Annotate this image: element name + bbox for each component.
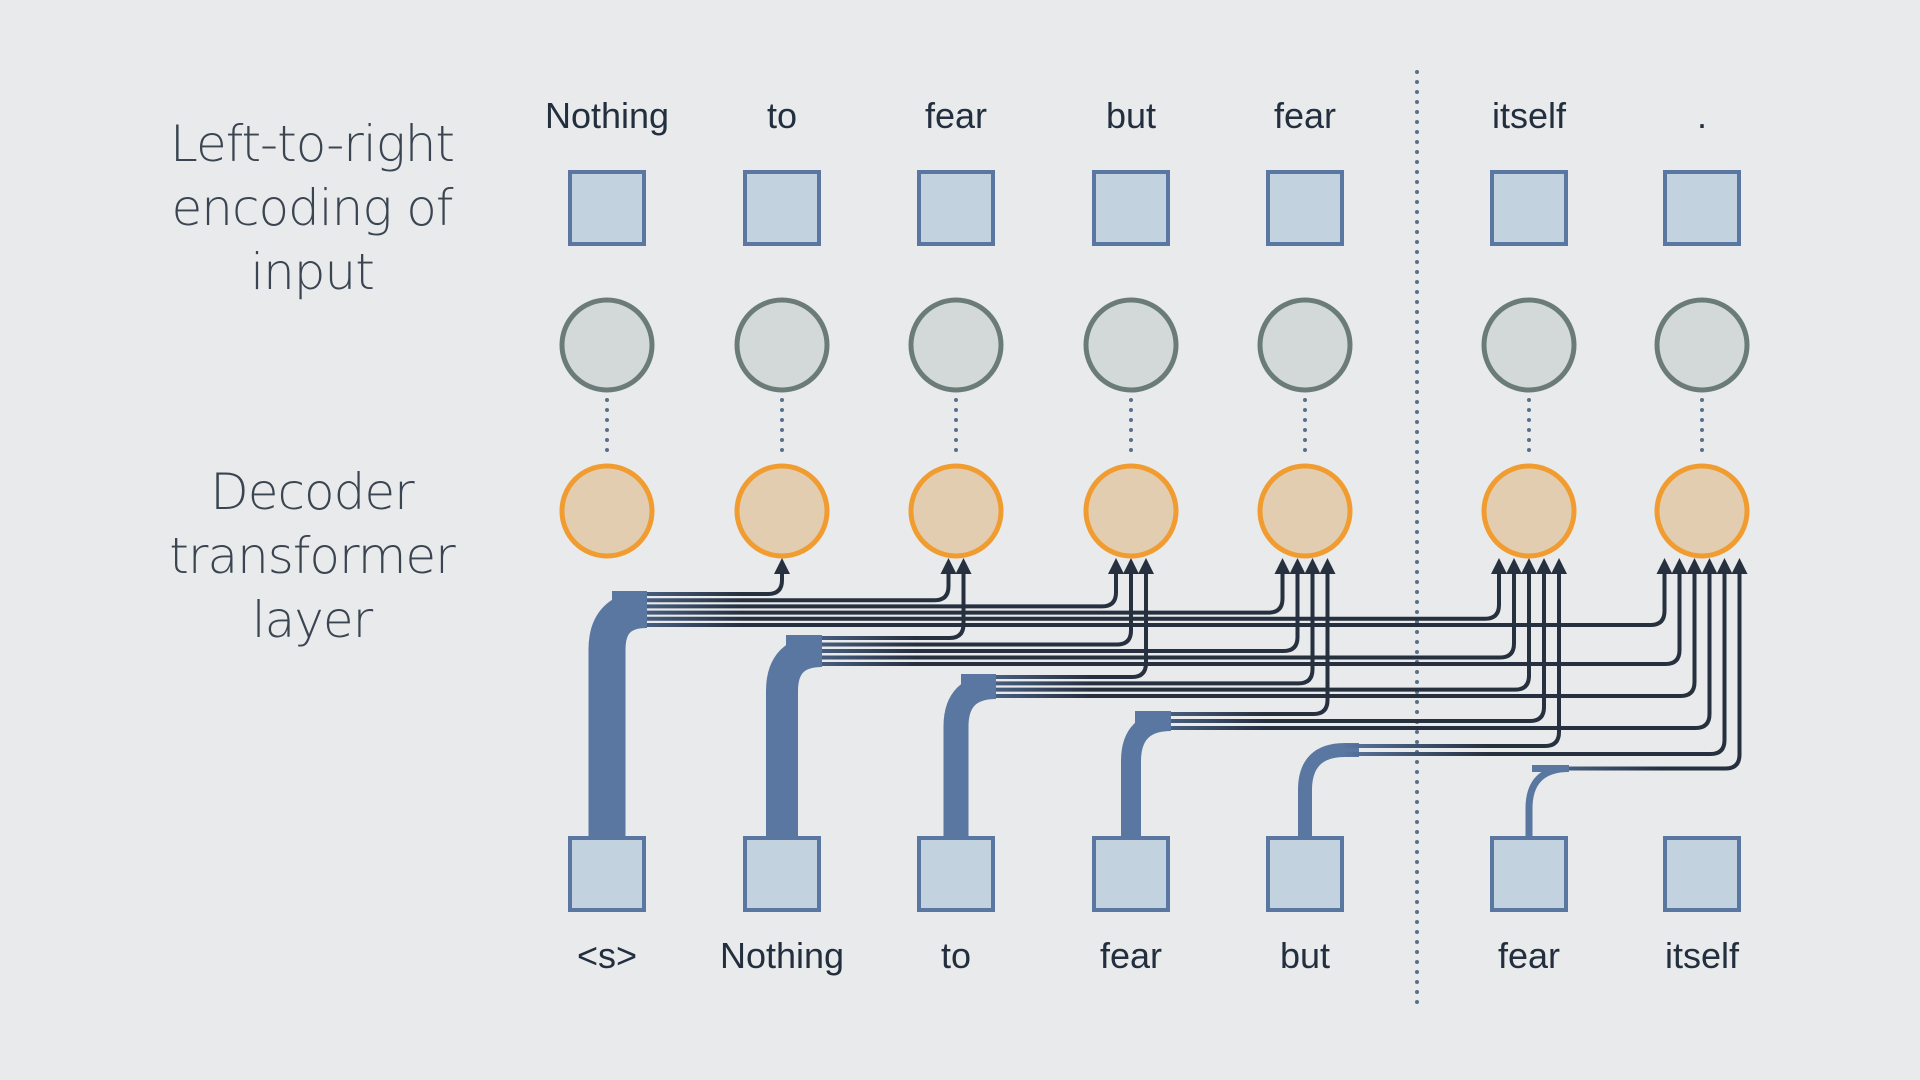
output-token-square bbox=[743, 170, 821, 246]
attention-arrow bbox=[1171, 558, 1718, 730]
bus-trunk bbox=[1121, 711, 1172, 840]
attention-arrow bbox=[996, 558, 1321, 686]
output-token-label: itself bbox=[1491, 95, 1567, 136]
attention-arrow bbox=[647, 558, 1673, 627]
attention-arrow bbox=[822, 558, 1522, 660]
attention-arrow bbox=[647, 558, 1291, 615]
input-token-square bbox=[1266, 836, 1344, 912]
output-token-label: but bbox=[1105, 95, 1157, 136]
attention-arrow bbox=[996, 558, 1537, 692]
input-token-label: <s> bbox=[576, 935, 638, 976]
bus-trunk bbox=[943, 674, 997, 840]
encoder-node bbox=[1083, 297, 1179, 393]
bus-trunk bbox=[588, 591, 649, 840]
decoder-node bbox=[734, 463, 830, 559]
decoder-node bbox=[1083, 463, 1179, 559]
decoder-node bbox=[1654, 463, 1750, 559]
attention-arrow bbox=[647, 558, 790, 596]
output-token-square bbox=[568, 170, 646, 246]
attention-arrow bbox=[647, 558, 1124, 609]
output-token-label: fear bbox=[1273, 95, 1337, 136]
decoder-label-line: Decoder bbox=[210, 463, 414, 521]
encoder-label-line: Left-to-right bbox=[169, 115, 455, 173]
bus-trunk bbox=[1525, 765, 1570, 840]
output-token-label: Nothing bbox=[544, 95, 670, 136]
decoder-node bbox=[559, 463, 655, 559]
encoder-node bbox=[1481, 297, 1577, 393]
bus-trunk bbox=[766, 635, 823, 840]
input-token-label: but bbox=[1279, 935, 1331, 976]
input-token-square bbox=[743, 836, 821, 912]
encoder-label-line: input bbox=[250, 243, 375, 301]
attention-arrow bbox=[647, 558, 1507, 621]
output-token-label: . bbox=[1696, 95, 1707, 136]
decoder-label-line: layer bbox=[251, 591, 373, 649]
attention-arrow bbox=[822, 558, 1306, 653]
attention-arrow bbox=[822, 558, 1139, 647]
attention-arrow bbox=[1569, 558, 1748, 771]
decoder-node bbox=[908, 463, 1004, 559]
output-token-square bbox=[1092, 170, 1170, 246]
input-token-label: to bbox=[940, 935, 972, 976]
input-token-square bbox=[917, 836, 995, 912]
input-token-label: fear bbox=[1099, 935, 1163, 976]
encoder-node bbox=[1654, 297, 1750, 393]
encoder-node bbox=[908, 297, 1004, 393]
attention-arrow bbox=[996, 558, 1703, 698]
encoder-node bbox=[559, 297, 655, 393]
attention-arrow bbox=[1171, 558, 1552, 723]
decoder-label: Decoder transformer layer bbox=[132, 460, 492, 652]
attention-arrow bbox=[996, 558, 1154, 679]
input-token-square bbox=[1663, 836, 1741, 912]
encoder-label-line: encoding of bbox=[171, 179, 454, 237]
output-token-square bbox=[1490, 170, 1568, 246]
input-token-label: Nothing bbox=[719, 935, 845, 976]
input-token-square bbox=[568, 836, 646, 912]
encoder-node bbox=[1257, 297, 1353, 393]
input-token-label: fear bbox=[1497, 935, 1561, 976]
attention-arrow bbox=[822, 558, 1688, 666]
attention-lines bbox=[588, 558, 1748, 840]
output-token-square bbox=[1663, 170, 1741, 246]
attention-arrow bbox=[1345, 558, 1567, 748]
output-token-square bbox=[917, 170, 995, 246]
decoder-node bbox=[1481, 463, 1577, 559]
attention-arrow bbox=[647, 558, 957, 603]
attention-arrow bbox=[1171, 558, 1336, 716]
attention-arrow bbox=[822, 558, 972, 640]
input-token-square bbox=[1092, 836, 1170, 912]
encoder-node bbox=[734, 297, 830, 393]
input-token-label: itself bbox=[1664, 935, 1740, 976]
output-token-label: fear bbox=[924, 95, 988, 136]
decoder-label-line: transformer bbox=[169, 527, 455, 585]
output-token-square bbox=[1266, 170, 1344, 246]
output-token-label: to bbox=[766, 95, 798, 136]
input-token-square bbox=[1490, 836, 1568, 912]
decoder-node bbox=[1257, 463, 1353, 559]
encoder-label: Left-to-right encoding of input bbox=[132, 112, 492, 304]
bus-trunk bbox=[1298, 743, 1359, 840]
attention-arrow bbox=[1345, 558, 1733, 756]
